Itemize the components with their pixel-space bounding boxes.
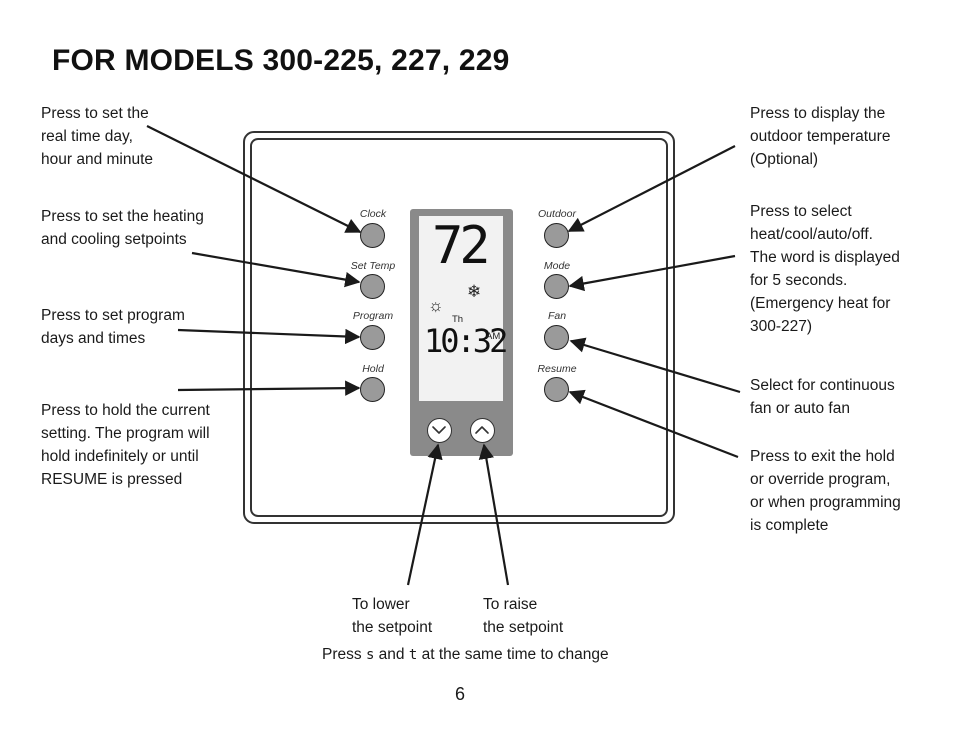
resume-button[interactable]: [544, 377, 569, 402]
program-button-label: Program: [352, 310, 394, 322]
temperature-readout: 72: [432, 216, 491, 276]
set-temp-button-label: Set Temp: [350, 260, 396, 272]
resume-button-label: Resume: [537, 363, 577, 375]
lcd-screen: [419, 216, 503, 401]
mode-button[interactable]: [544, 274, 569, 299]
clock-leader: [146, 125, 362, 233]
callout-line: is complete: [750, 517, 829, 534]
thermostat-outer-frame: [243, 131, 675, 524]
callout-line: The word is displayed: [750, 249, 900, 266]
resume-leader: [568, 389, 739, 459]
sun-icon: ☼: [428, 296, 444, 315]
callout-line: real time day,: [41, 128, 133, 145]
fan-button[interactable]: [544, 325, 569, 350]
callout-line: hold indefinitely or until: [41, 448, 199, 465]
callout-line: Press to set the heating: [41, 208, 204, 225]
fan-button-label: Fan: [547, 310, 567, 322]
callout-line: setting. The program will: [41, 425, 210, 442]
mode-callout: Press to select heat/cool/auto/off. The …: [750, 200, 900, 338]
outdoor-leader: [567, 145, 736, 232]
callout-line: days and times: [41, 330, 146, 347]
lower-callout: To lower the setpoint: [352, 593, 432, 639]
outdoor-callout: Press to display the outdoor temperature…: [750, 102, 890, 171]
clock-button-label: Clock: [359, 208, 387, 220]
callout-line: for 5 seconds.: [750, 272, 848, 289]
lower-setpoint-button[interactable]: [427, 418, 452, 443]
fan-leader: [569, 337, 741, 394]
page-title: FOR MODELS 300-225, 227, 229: [52, 44, 510, 77]
callout-line: outdoor temperature: [750, 128, 891, 145]
callout-line: (Emergency heat for: [750, 295, 891, 312]
program-leader: [177, 328, 361, 345]
page-number: 6: [455, 684, 466, 704]
raise-callout: To raise the setpoint: [483, 593, 563, 639]
snowflake-icon: ❄: [467, 282, 482, 301]
callout-line: hour and minute: [41, 151, 154, 168]
callout-line: RESUME is pressed: [41, 471, 183, 488]
outdoor-button-label: Outdoor: [538, 208, 576, 220]
note-text: at the same time to change: [417, 646, 609, 663]
program-button[interactable]: [360, 325, 385, 350]
callout-line: 300-227): [750, 318, 813, 335]
day-readout: Th: [452, 314, 464, 325]
callout-line: and cooling setpoints: [41, 231, 187, 248]
hold-leader: [177, 380, 361, 396]
callout-line: Press to set the: [41, 105, 149, 122]
callout-line: Press to select: [750, 203, 852, 220]
program-callout: Press to set program days and times: [41, 304, 185, 350]
callout-line: fan or auto fan: [750, 400, 850, 417]
chevron-up-icon: [475, 426, 489, 434]
raise-setpoint-button[interactable]: [470, 418, 495, 443]
callout-line: the setpoint: [483, 619, 564, 636]
resume-callout: Press to exit the hold or override progr…: [750, 445, 901, 537]
callout-line: or when programming: [750, 494, 901, 511]
callout-line: or override program,: [750, 471, 891, 488]
mode-leader: [568, 254, 736, 292]
callout-line: Press to display the: [750, 105, 886, 122]
mode-button-label: Mode: [543, 260, 571, 272]
time-readout: 10:32: [424, 322, 508, 360]
ampm-readout: AM: [486, 331, 501, 342]
callout-line: To lower: [352, 596, 410, 613]
callout-line: Press to hold the current: [41, 402, 210, 419]
callout-line: Press to set program: [41, 307, 185, 324]
hold-callout: Press to hold the current setting. The p…: [41, 399, 210, 491]
callout-line: heat/cool/auto/off.: [750, 226, 873, 243]
note-text: and: [374, 646, 409, 663]
clock-button[interactable]: [360, 223, 385, 248]
down-symbol: s: [365, 647, 375, 663]
clock-callout: Press to set the real time day, hour and…: [41, 102, 153, 171]
lower-leader: [406, 443, 443, 586]
outdoor-button[interactable]: [544, 223, 569, 248]
note-text: Press: [322, 646, 366, 663]
callout-line: the setpoint: [352, 619, 433, 636]
fan-callout: Select for continuous fan or auto fan: [750, 374, 895, 420]
set-temp-leader: [191, 251, 361, 288]
chevron-down-icon: [432, 426, 446, 434]
callout-line: Press to exit the hold: [750, 448, 895, 465]
set-temp-callout: Press to set the heating and cooling set…: [41, 205, 204, 251]
raise-leader: [478, 443, 510, 586]
up-symbol: t: [408, 647, 418, 663]
footnote: Press s and t at the same time to change: [322, 646, 609, 664]
callout-line: Select for continuous: [750, 377, 895, 394]
thermostat-inner-frame: [250, 138, 668, 517]
hold-button-label: Hold: [362, 363, 384, 375]
callout-line: To raise: [483, 596, 538, 613]
callout-line: (Optional): [750, 151, 819, 168]
